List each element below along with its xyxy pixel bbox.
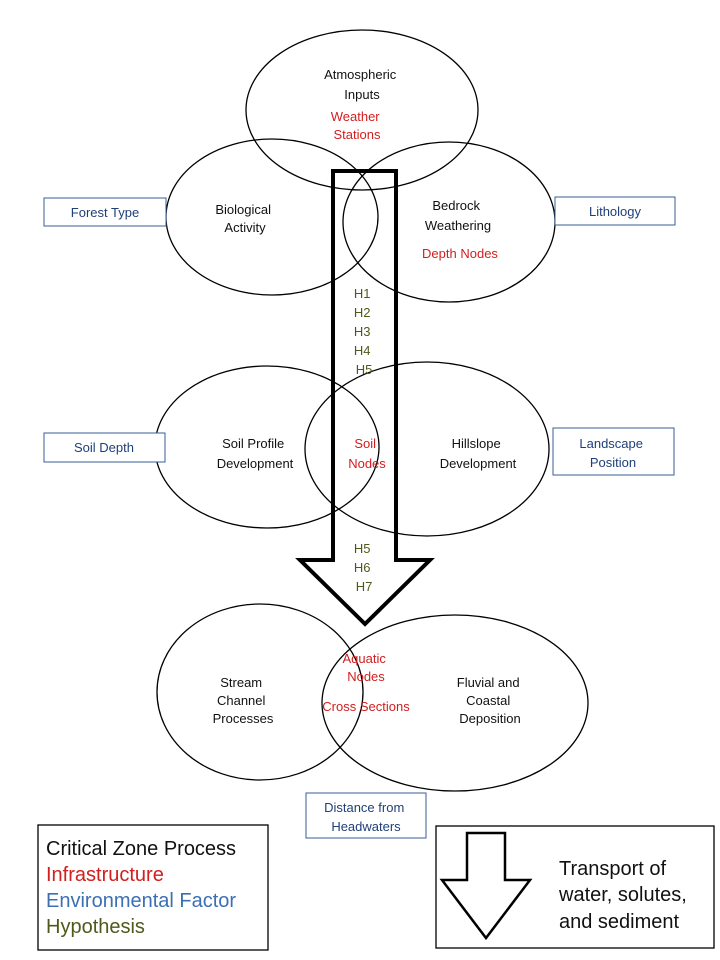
env-label-soil-depth: Soil Depth xyxy=(74,440,134,455)
legend-infrastructure: Infrastructure xyxy=(46,864,164,886)
label-hypotheses-upper: H1 H2 H3 H4 H5 xyxy=(354,286,374,377)
env-label-forest-type: Forest Type xyxy=(71,205,139,220)
label-atmospheric-inputs: Atmospheric Inputs xyxy=(324,67,400,102)
label-biological-activity: Biological Activity xyxy=(215,202,274,235)
legend-box: Critical Zone Process Infrastructure Env… xyxy=(37,824,269,951)
legend-environmental-factor: Environmental Factor xyxy=(46,890,236,912)
label-bedrock-weathering: Bedrock Weathering xyxy=(425,198,491,233)
env-label-landscape-position: Landscape Position xyxy=(579,436,646,470)
label-soil-nodes: Soil Nodes xyxy=(348,436,386,471)
env-label-distance-from-headwaters: Distance from Headwaters xyxy=(324,800,408,834)
env-label-lithology: Lithology xyxy=(589,204,642,219)
label-soil-profile: Soil Profile Development xyxy=(217,436,294,471)
legend-hypothesis: Hypothesis xyxy=(46,916,145,938)
ellipse-fluvial-coastal xyxy=(321,614,589,792)
label-aquatic-nodes: Aquatic Nodes xyxy=(343,651,390,684)
env-box-distance-from-headwaters: Distance from Headwaters xyxy=(305,792,427,839)
ellipse-hillslope xyxy=(304,361,550,537)
label-fluvial-coastal: Fluvial and Coastal Deposition xyxy=(457,675,524,726)
ellipse-atmospheric-inputs xyxy=(245,29,479,191)
ellipse-stream-channel xyxy=(156,603,364,781)
transport-arrow xyxy=(295,169,435,627)
transport-legend-box: Transport of water, solutes, and sedimen… xyxy=(435,825,715,949)
env-box-forest-type: Forest Type xyxy=(43,197,167,227)
env-box-landscape-position: Landscape Position xyxy=(552,427,675,476)
transport-legend-text: Transport of water, solutes, and sedimen… xyxy=(558,858,692,933)
label-hypotheses-lower: H5 H6 H7 xyxy=(354,541,374,594)
env-box-lithology: Lithology xyxy=(554,196,676,226)
legend-process: Critical Zone Process xyxy=(46,838,236,860)
ellipse-biological-activity xyxy=(165,138,379,296)
label-depth-nodes: Depth Nodes xyxy=(422,246,498,261)
transport-legend-arrow-icon xyxy=(439,831,533,941)
env-box-soil-depth: Soil Depth xyxy=(43,432,166,463)
label-hillslope: Hillslope Development xyxy=(440,436,517,471)
label-stream-channel: Stream Channel Processes xyxy=(213,675,274,726)
label-cross-sections: Cross Sections xyxy=(322,699,410,714)
label-weather-stations: Weather Stations xyxy=(331,109,384,142)
